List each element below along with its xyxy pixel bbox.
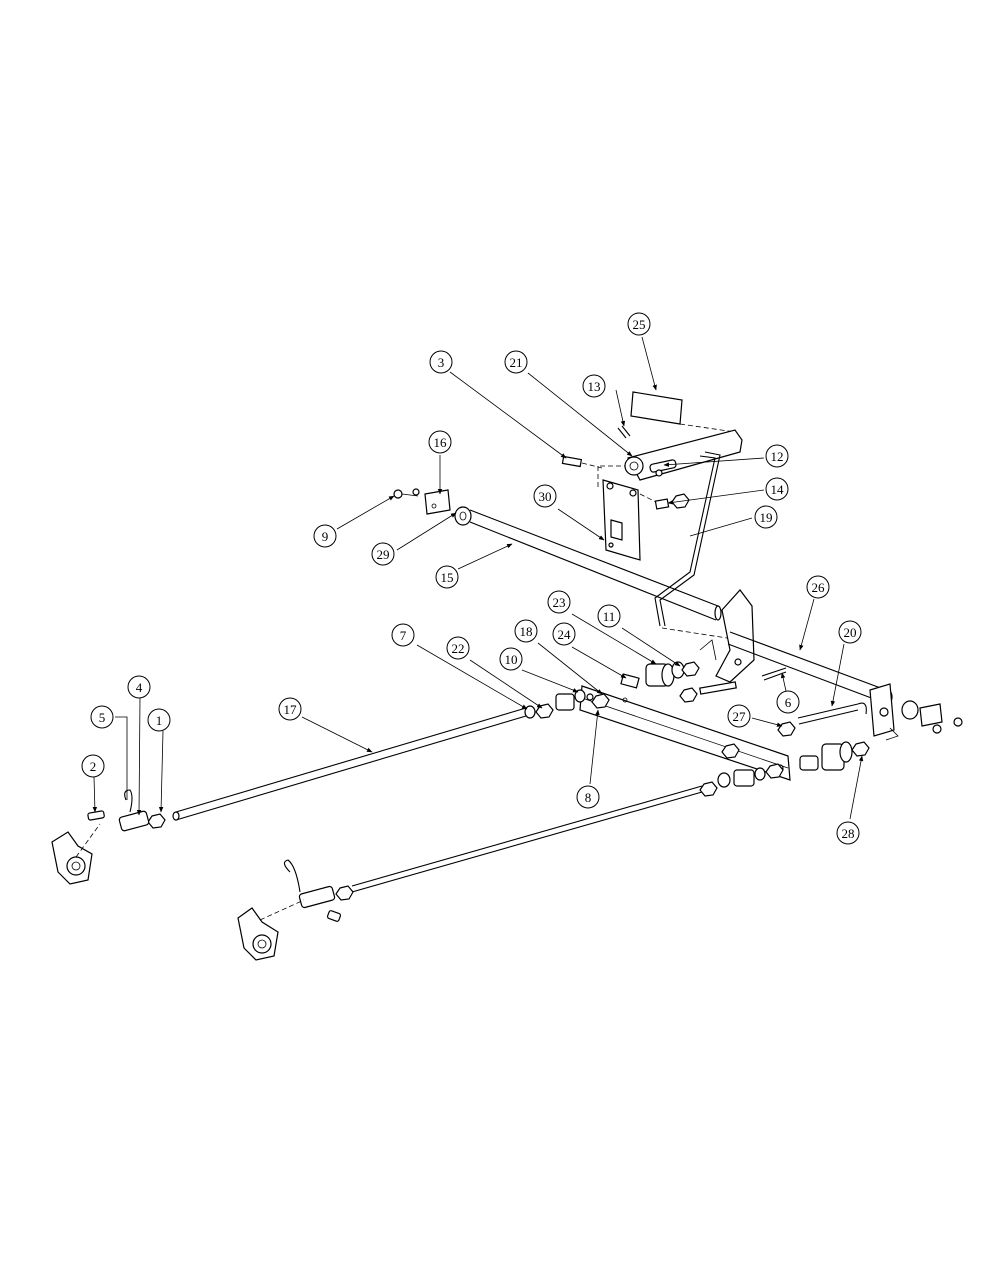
callout-16: 16 [428,430,452,454]
part-29-bushing [454,506,472,526]
part-lower-stack [699,741,870,797]
part-8-nut [591,693,610,709]
svg-text:7: 7 [400,628,407,643]
svg-text:15: 15 [441,570,454,585]
part-right-bushing-bolt [901,700,963,734]
callout-30: 30 [533,484,557,508]
callout-12: 12 [765,444,789,468]
svg-text:18: 18 [520,624,533,639]
part-11-washer [671,661,700,679]
callout-19: 19 [754,505,778,529]
svg-text:21: 21 [510,355,523,370]
part-17-rod [172,707,527,821]
part-pedal-bracket-right [699,589,755,683]
callout-25: 25 [627,312,651,336]
callout-27: 27 [727,704,751,728]
svg-text:11: 11 [603,609,616,624]
part-25-plate [630,391,736,433]
part-4-clevis [118,810,150,832]
part-lower-rod-end [259,859,354,922]
part-left-lever [51,823,101,885]
part-15-shaft [469,509,722,621]
part-2-pin [87,810,105,821]
svg-text:25: 25 [633,317,646,332]
part-9-bolt [393,488,420,499]
callout-21: 21 [504,350,528,374]
callout-24: 24 [552,622,576,646]
part-27-nut [777,721,796,737]
svg-text:26: 26 [812,580,826,595]
svg-text:13: 13 [588,379,601,394]
svg-text:12: 12 [771,449,784,464]
svg-text:24: 24 [558,627,572,642]
part-5-cotter [124,789,133,813]
part-10-bushing [555,689,586,711]
part-lower-rod [351,785,703,893]
part-1-nut [147,813,166,829]
callout-15: 15 [435,565,459,589]
leader-lines [92,336,864,820]
callout-bubbles: 1 2 3 4 5 6 7 8 9 10 11 12 13 14 15 16 1… [81,312,862,845]
callout-2: 2 [81,754,105,778]
part-30-bracket [602,479,641,561]
callout-1: 1 [147,708,171,732]
svg-text:1: 1 [156,713,163,728]
svg-text:28: 28 [842,826,855,841]
callout-29: 29 [371,542,395,566]
callout-5: 5 [90,705,114,729]
svg-text:4: 4 [136,680,143,695]
callout-23: 23 [547,590,571,614]
part-7-rod-end [524,705,536,719]
callout-13: 13 [582,374,606,398]
callout-14: 14 [765,477,789,501]
callout-20: 20 [838,620,862,644]
part-nut-near-27 [679,687,698,703]
svg-text:22: 22 [452,641,465,656]
svg-text:9: 9 [322,529,329,544]
part-16-bracket [424,489,451,515]
part-lower-left-lever [237,907,279,961]
svg-text:19: 19 [760,510,773,525]
callout-26: 26 [806,575,830,599]
callout-18: 18 [514,619,538,643]
svg-text:20: 20 [844,625,857,640]
part-12-pin [649,459,677,477]
svg-text:2: 2 [90,759,97,774]
part-13-clip [617,425,631,439]
svg-text:10: 10 [505,652,518,667]
part-20-rod [797,702,867,725]
svg-text:30: 30 [539,489,552,504]
svg-text:8: 8 [585,790,592,805]
callout-7: 7 [391,623,415,647]
svg-text:6: 6 [785,695,792,710]
part-connecting-pin [699,681,737,695]
part-end-bracket-right [869,683,899,741]
callout-28: 28 [836,821,860,845]
callout-6: 6 [776,690,800,714]
callout-11: 11 [597,604,621,628]
part-3-pin [561,455,603,469]
svg-text:16: 16 [434,435,448,450]
callout-17: 17 [278,697,302,721]
svg-text:27: 27 [733,709,747,724]
svg-text:5: 5 [99,710,106,725]
parts-layer [51,391,963,961]
callout-8: 8 [576,785,600,809]
svg-text:14: 14 [771,482,785,497]
svg-text:29: 29 [377,547,390,562]
callout-4: 4 [127,675,151,699]
callout-10: 10 [499,647,523,671]
svg-text:3: 3 [438,355,445,370]
part-24-spacer [620,673,640,689]
callout-22: 22 [446,636,470,660]
svg-text:17: 17 [284,702,298,717]
callout-3: 3 [429,350,453,374]
part-23-bushing [645,663,675,687]
svg-text:23: 23 [553,595,566,610]
callout-9: 9 [313,524,337,548]
